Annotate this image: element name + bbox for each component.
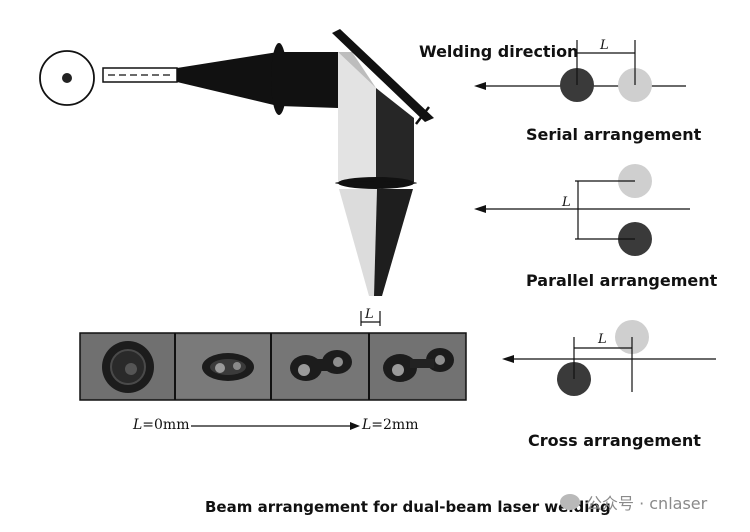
weld-spot-panel-3 <box>290 350 352 381</box>
reflected-beam-dark <box>376 88 414 182</box>
reflected-beam-light <box>338 52 376 182</box>
fiber-tube <box>102 67 178 83</box>
serial-dim-label: L <box>599 38 609 53</box>
focused-beam-dark <box>374 189 413 296</box>
figure-caption: Beam arrangement for dual-beam laser wel… <box>205 498 611 516</box>
cross-arrangement-label: Cross arrangement <box>528 431 701 450</box>
cross-arrangement: L <box>502 320 716 396</box>
parallel-direction-arrowhead <box>474 205 486 213</box>
beam-splitter-mirror <box>332 29 434 122</box>
parallel-arrangement-label: Parallel arrangement <box>526 271 718 290</box>
strip-axis-arrowhead <box>350 422 360 430</box>
watermark-text: 公众号 · cnlaser <box>586 494 708 513</box>
parallel-arrangement: L <box>474 164 690 256</box>
cross-dim-label: L <box>597 332 607 347</box>
serial-arrangement: L <box>474 38 686 102</box>
beam-wedge-top <box>338 52 376 88</box>
serial-arrangement-label: Serial arrangement <box>526 125 702 144</box>
weld-spot-panel-4 <box>383 348 454 382</box>
strip-start-label: L=0mm <box>132 417 190 433</box>
weld-spot-panel-2 <box>202 353 254 381</box>
focused-beam-light <box>339 189 377 296</box>
weld-seam-strip <box>79 332 467 401</box>
weld-spot-panel-1 <box>102 341 154 393</box>
wechat-logo-icon <box>560 494 580 510</box>
watermark: 公众号 · cnlaser <box>560 490 707 514</box>
parallel-dim-label: L <box>561 195 571 210</box>
focusing-lens-rim <box>335 181 417 185</box>
laser-source <box>39 50 95 106</box>
mirror-mount <box>415 106 430 125</box>
welding-direction-label: Welding direction <box>419 42 579 61</box>
serial-direction-arrowhead <box>474 82 486 90</box>
focus-distance-label: L <box>364 307 374 322</box>
expanding-beam <box>177 52 278 106</box>
strip-end-label: L=2mm <box>361 417 419 433</box>
laser-source-core <box>62 73 72 83</box>
collimated-beam <box>279 52 338 108</box>
cross-direction-arrowhead <box>502 355 514 363</box>
